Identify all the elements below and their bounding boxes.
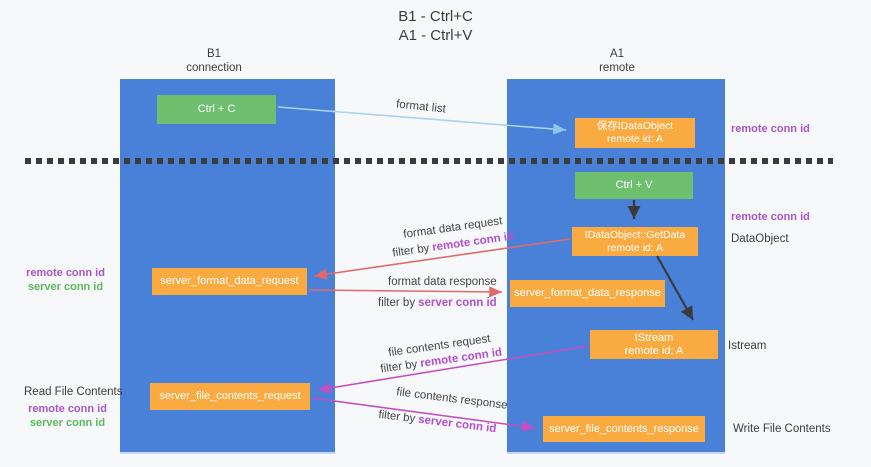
annotation-left-format-remote: remote conn id [26,267,105,279]
edge-label-file-contents-response: file contents response [395,386,509,412]
node-format-request-label: server_format_data_request [160,275,299,287]
phase-divider-dashed-line [25,158,833,164]
node-ctrl-c-label: Ctrl + C [197,103,236,115]
node-istream-line2: remote id: A [624,344,684,357]
annotation-format-conn-ids: remote conn id server conn id [18,267,113,294]
node-istream-line1: IStream [634,331,674,344]
annotation-istream: Istream [728,340,767,352]
node-ctrl-v: Ctrl + V [575,172,693,199]
node-idataobject-getdata: IDataObject::GetData remote id: A [572,227,698,256]
node-getdata-line1: IDataObject::GetData [584,228,686,241]
filter-prefix: filter by [391,242,431,260]
edge-label-format-list: format list [395,98,447,116]
node-save-idataobject: 保存IDataObject remote id: A [575,118,695,148]
annotation-left-file-server: server conn id [29,416,106,429]
lifeline-header-b1: B1 connection [144,47,284,75]
node-server-file-contents-request: server_file_contents_request [150,383,310,410]
lifeline-b1-name: B1 [206,48,222,60]
annotation-dataobject: DataObject [731,233,789,245]
filter-key-server-conn-id: server conn id [417,413,497,436]
title-line-1: B1 - Ctrl+C [398,8,473,25]
annotation-remote-conn-id-mid: remote conn id [731,211,810,223]
lifeline-a1-role: remote [599,62,635,74]
filter-prefix: filter by [378,297,416,309]
arrow-format-data-response [308,286,503,298]
annotation-left-format-server: server conn id [27,280,104,293]
lifeline-b1-role: connection [186,62,242,74]
node-save-idataobject-line2: remote id: A [606,133,664,145]
node-istream: IStream remote id: A [590,330,718,359]
edge-label-format-data-response: format data response [388,276,497,288]
node-format-response-label: server_format_data_response [514,287,661,299]
annotation-left-file-remote: remote conn id [28,403,107,415]
diagram-title: B1 - Ctrl+C A1 - Ctrl+V [0,7,871,45]
node-file-response-label: server_file_contents_response [549,422,699,435]
filter-key-server-conn-id: server conn id [418,297,497,309]
title-line-2: A1 - Ctrl+V [398,27,473,44]
node-server-file-contents-response: server_file_contents_response [543,416,705,442]
annotation-remote-conn-id-top: remote conn id [731,123,810,135]
node-file-request-label: server_file_contents_request [159,390,301,402]
node-server-format-data-response: server_format_data_response [510,280,665,307]
annotation-write-file-contents: Write File Contents [733,423,831,435]
node-ctrl-v-label: Ctrl + V [615,179,653,191]
lifeline-a1-name: A1 [609,48,625,60]
annotation-file-conn-ids: remote conn id server conn id [20,403,115,430]
node-getdata-line2: remote id: A [606,241,664,254]
node-ctrl-c: Ctrl + C [157,95,276,124]
node-server-format-data-request: server_format_data_request [152,268,307,295]
filter-prefix: filter by [379,358,419,376]
node-save-idataobject-line1: 保存IDataObject [596,120,674,132]
filter-prefix: filter by [377,408,416,426]
lifeline-header-a1: A1 remote [547,47,687,75]
annotation-read-file-contents: Read File Contents [24,386,123,398]
